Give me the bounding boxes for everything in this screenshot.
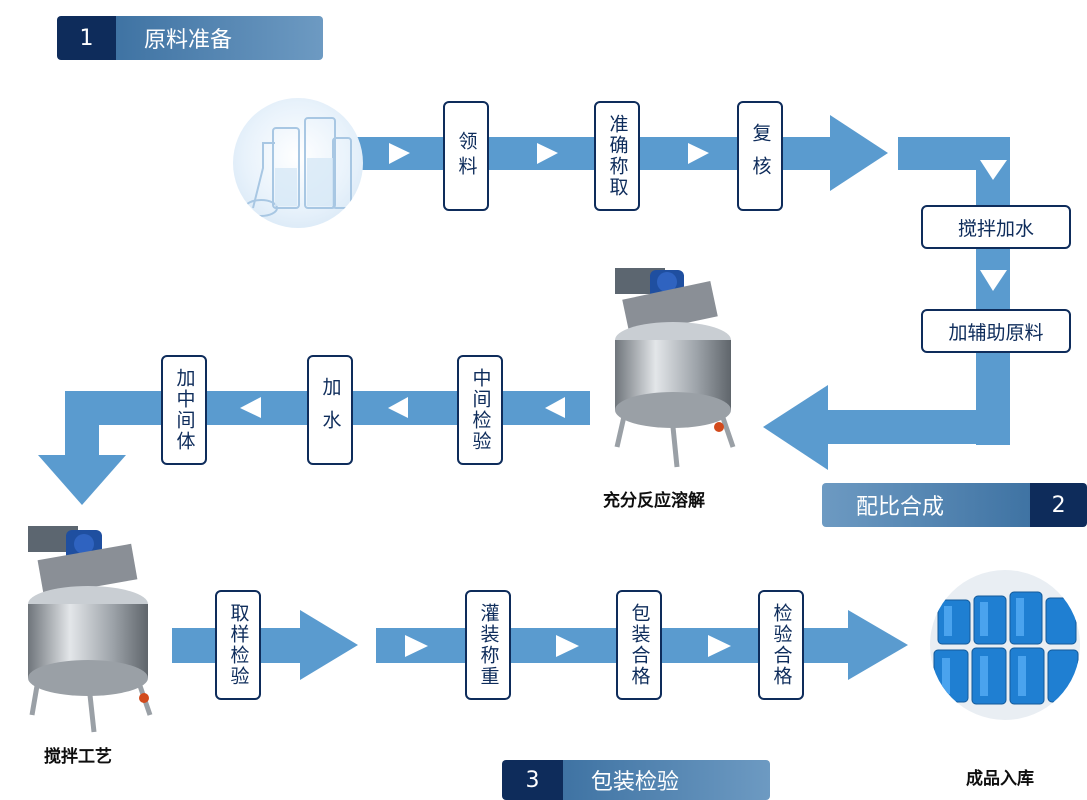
section-header-3: 3 包装检验 xyxy=(502,760,770,800)
flow-tri xyxy=(388,397,408,418)
section-title: 配比合成 xyxy=(822,483,1031,527)
step-fuhe: 复核 xyxy=(737,101,783,211)
flow-tri xyxy=(708,635,731,657)
step-lingliao: 领料 xyxy=(443,101,489,211)
step-jiashui: 加水 xyxy=(307,355,353,465)
step-zhongjian-jianyan: 中间检验 xyxy=(457,355,503,465)
flow-band-row2-right xyxy=(828,410,1010,444)
step-quyang-jianyan: 取样检验 xyxy=(215,590,261,700)
flow-band-left-vertical xyxy=(65,391,99,461)
step-jia-fuzhu-yuanliao: 加辅助原料 xyxy=(921,309,1071,353)
flow-tri xyxy=(688,143,709,164)
section-number: 1 xyxy=(57,16,117,60)
glassware-icon xyxy=(244,117,352,217)
flow-tri xyxy=(980,270,1007,291)
caption-dissolve: 充分反应溶解 xyxy=(603,491,705,511)
section-header-1: 1 原料准备 xyxy=(57,16,323,60)
flow-arrowhead-row1 xyxy=(790,115,888,191)
flow-tri xyxy=(240,397,261,418)
flow-arrowhead-down xyxy=(38,455,126,505)
jerrycan-icon xyxy=(933,591,1079,705)
blue-jerrycans-photo xyxy=(930,570,1080,720)
step-jiaoban-jiashui: 搅拌加水 xyxy=(921,205,1071,249)
section-number: 2 xyxy=(1030,483,1087,527)
mixing-tank-photo-left xyxy=(28,526,153,733)
caption-finished: 成品入库 xyxy=(966,769,1034,789)
mixing-tank-photo-center xyxy=(614,268,736,468)
section-title: 原料准备 xyxy=(116,16,323,60)
step-guanzhuang-chengzhong: 灌装称重 xyxy=(465,590,511,700)
section-title: 包装检验 xyxy=(562,760,770,800)
flow-tri xyxy=(545,397,565,418)
flow-tri xyxy=(405,635,428,657)
flow-arrowhead-row3-b xyxy=(848,610,908,680)
flow-arrowhead-row2-left xyxy=(763,385,828,470)
caption-stir: 搅拌工艺 xyxy=(44,747,112,767)
section-header-2: 配比合成 2 xyxy=(822,483,1087,527)
flow-tri xyxy=(980,160,1007,180)
step-jianyan-hege: 检验合格 xyxy=(758,590,804,700)
flow-tri xyxy=(556,635,579,657)
flow-arrowhead-row3-a xyxy=(300,610,358,680)
flow-tri xyxy=(537,143,558,164)
step-baozhuang-hege: 包装合格 xyxy=(616,590,662,700)
flow-tri xyxy=(389,143,410,164)
step-jia-zhongjianti: 加中间体 xyxy=(161,355,207,465)
lab-glassware-photo xyxy=(233,98,363,228)
section-number: 3 xyxy=(502,760,563,800)
step-zhunque-chengqu: 准确称取 xyxy=(594,101,640,211)
flow-band-row1 xyxy=(345,137,795,170)
